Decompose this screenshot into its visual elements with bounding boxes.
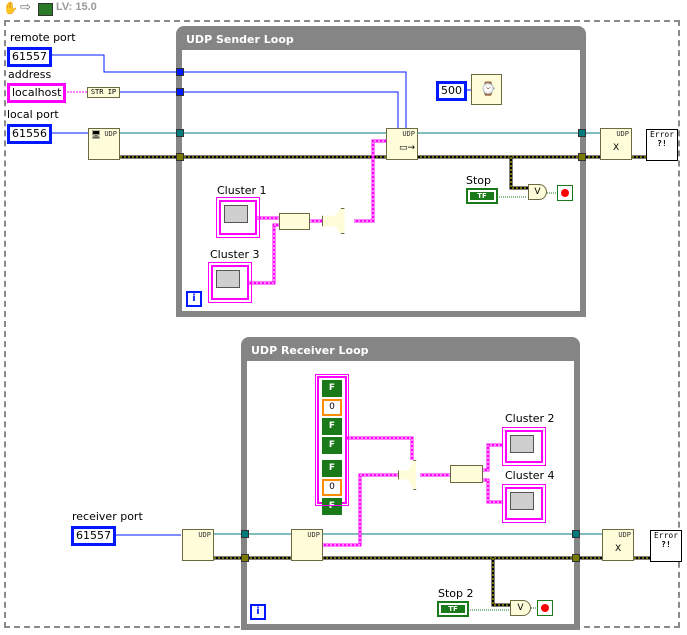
lv-version: LV: 15.0 [56, 1, 97, 13]
boolean-element: F [322, 460, 342, 477]
cluster4-indicator [502, 484, 546, 523]
or-node[interactable]: V [528, 184, 547, 200]
boolean-element: F [322, 418, 342, 435]
wire-address-ip [120, 91, 399, 128]
cluster1-label: Cluster 1 [217, 184, 267, 197]
tunnel-recv-refnum-in [241, 530, 249, 538]
udp-receiver-loop[interactable]: UDP Receiver Loop [241, 337, 580, 630]
build-array-node[interactable] [279, 213, 310, 230]
toolbar: ✋ ⇨ LV: 15.0 [0, 0, 200, 18]
cluster2-indicator [502, 427, 546, 466]
cluster1-control[interactable] [216, 197, 260, 238]
cluster3-label: Cluster 3 [210, 248, 260, 261]
hand-icon[interactable]: ✋ [3, 1, 18, 15]
error-text: Error [653, 531, 679, 540]
udp-open-node[interactable]: UDP 🖥 [88, 128, 120, 160]
udp-close-node[interactable]: UDP X [600, 128, 632, 160]
close-x-icon: X [613, 143, 620, 153]
numeric-element: 0 [322, 479, 342, 496]
tunnel-address [176, 88, 184, 96]
udp-read-node[interactable]: UDP [291, 529, 323, 561]
tunnel-recv-refnum-out [572, 530, 580, 538]
wait-ms-node[interactable]: ⌚ [471, 74, 502, 105]
stop2-button-terminal[interactable]: TF [437, 601, 469, 617]
simple-error-handler[interactable]: Error ?! [646, 129, 678, 161]
cluster3-control[interactable] [208, 262, 252, 303]
receiver-loop-condition-terminal[interactable] [537, 600, 553, 616]
computer-icon: 🖥 [91, 130, 102, 139]
sender-iteration-terminal: i [186, 291, 202, 307]
tunnel-refnum-in [176, 129, 184, 137]
tunnel-remote-port [176, 68, 184, 76]
sender-loop-title: UDP Sender Loop [182, 32, 580, 50]
error-mark: ?! [661, 540, 671, 549]
error-mark: ?! [657, 139, 667, 148]
remote-port-control[interactable]: 61557 [7, 47, 52, 67]
tunnel-error-in [176, 153, 184, 161]
wire-remote-port [44, 54, 407, 128]
wire-flatten [354, 139, 386, 223]
receiver-loop-title: UDP Receiver Loop [247, 343, 574, 361]
tunnel-recv-error-out [572, 554, 580, 562]
local-port-label: local port [7, 108, 59, 121]
wire-error-or [509, 157, 528, 190]
tunnel-error-out [578, 153, 586, 161]
stop2-tf: TF [441, 605, 465, 613]
receiver-iteration-terminal: i [250, 604, 266, 620]
write-arrow-icon: ▭→ [399, 143, 416, 153]
udp-write-node[interactable]: UDP ▭→ [386, 128, 418, 160]
loop-condition-terminal[interactable] [557, 185, 573, 201]
vi-icon [38, 3, 53, 16]
remote-port-label: remote port [10, 31, 76, 44]
tunnel-refnum-out [578, 129, 586, 137]
str-to-ip-node[interactable]: STR IP [87, 87, 120, 98]
numeric-element: 0 [322, 399, 342, 416]
boolean-element: F [322, 498, 342, 515]
or-node-receiver[interactable]: V [510, 600, 531, 616]
stop2-label: Stop 2 [438, 587, 474, 600]
index-array-node[interactable] [450, 465, 483, 483]
wait-ms-constant[interactable]: 500 [436, 81, 467, 101]
address-label: address [8, 68, 52, 81]
local-port-control[interactable]: 61556 [7, 124, 52, 144]
run-arrow-icon[interactable]: ⇨ [20, 0, 31, 15]
watch-icon: ⌚ [480, 82, 497, 97]
udp-close-receiver-node[interactable]: UDP X [602, 529, 634, 561]
cluster2-label: Cluster 2 [505, 412, 555, 425]
cluster4-label: Cluster 4 [505, 469, 555, 482]
boolean-element: F [322, 437, 342, 454]
stop-button-terminal[interactable]: TF [466, 188, 498, 204]
receiver-port-label: receiver port [72, 510, 143, 523]
error-text: Error [649, 130, 675, 139]
stop-label: Stop [466, 174, 492, 187]
address-control[interactable]: localhost [7, 83, 67, 103]
boolean-element: F [322, 380, 342, 397]
udp-open-receiver-node[interactable]: UDP [182, 529, 214, 561]
tunnel-recv-error-in [241, 554, 249, 562]
stop-tf: TF [470, 192, 494, 200]
close-x-icon: X [615, 544, 622, 554]
receiver-port-control[interactable]: 61557 [71, 526, 116, 546]
simple-error-handler-receiver[interactable]: Error ?! [650, 530, 682, 562]
